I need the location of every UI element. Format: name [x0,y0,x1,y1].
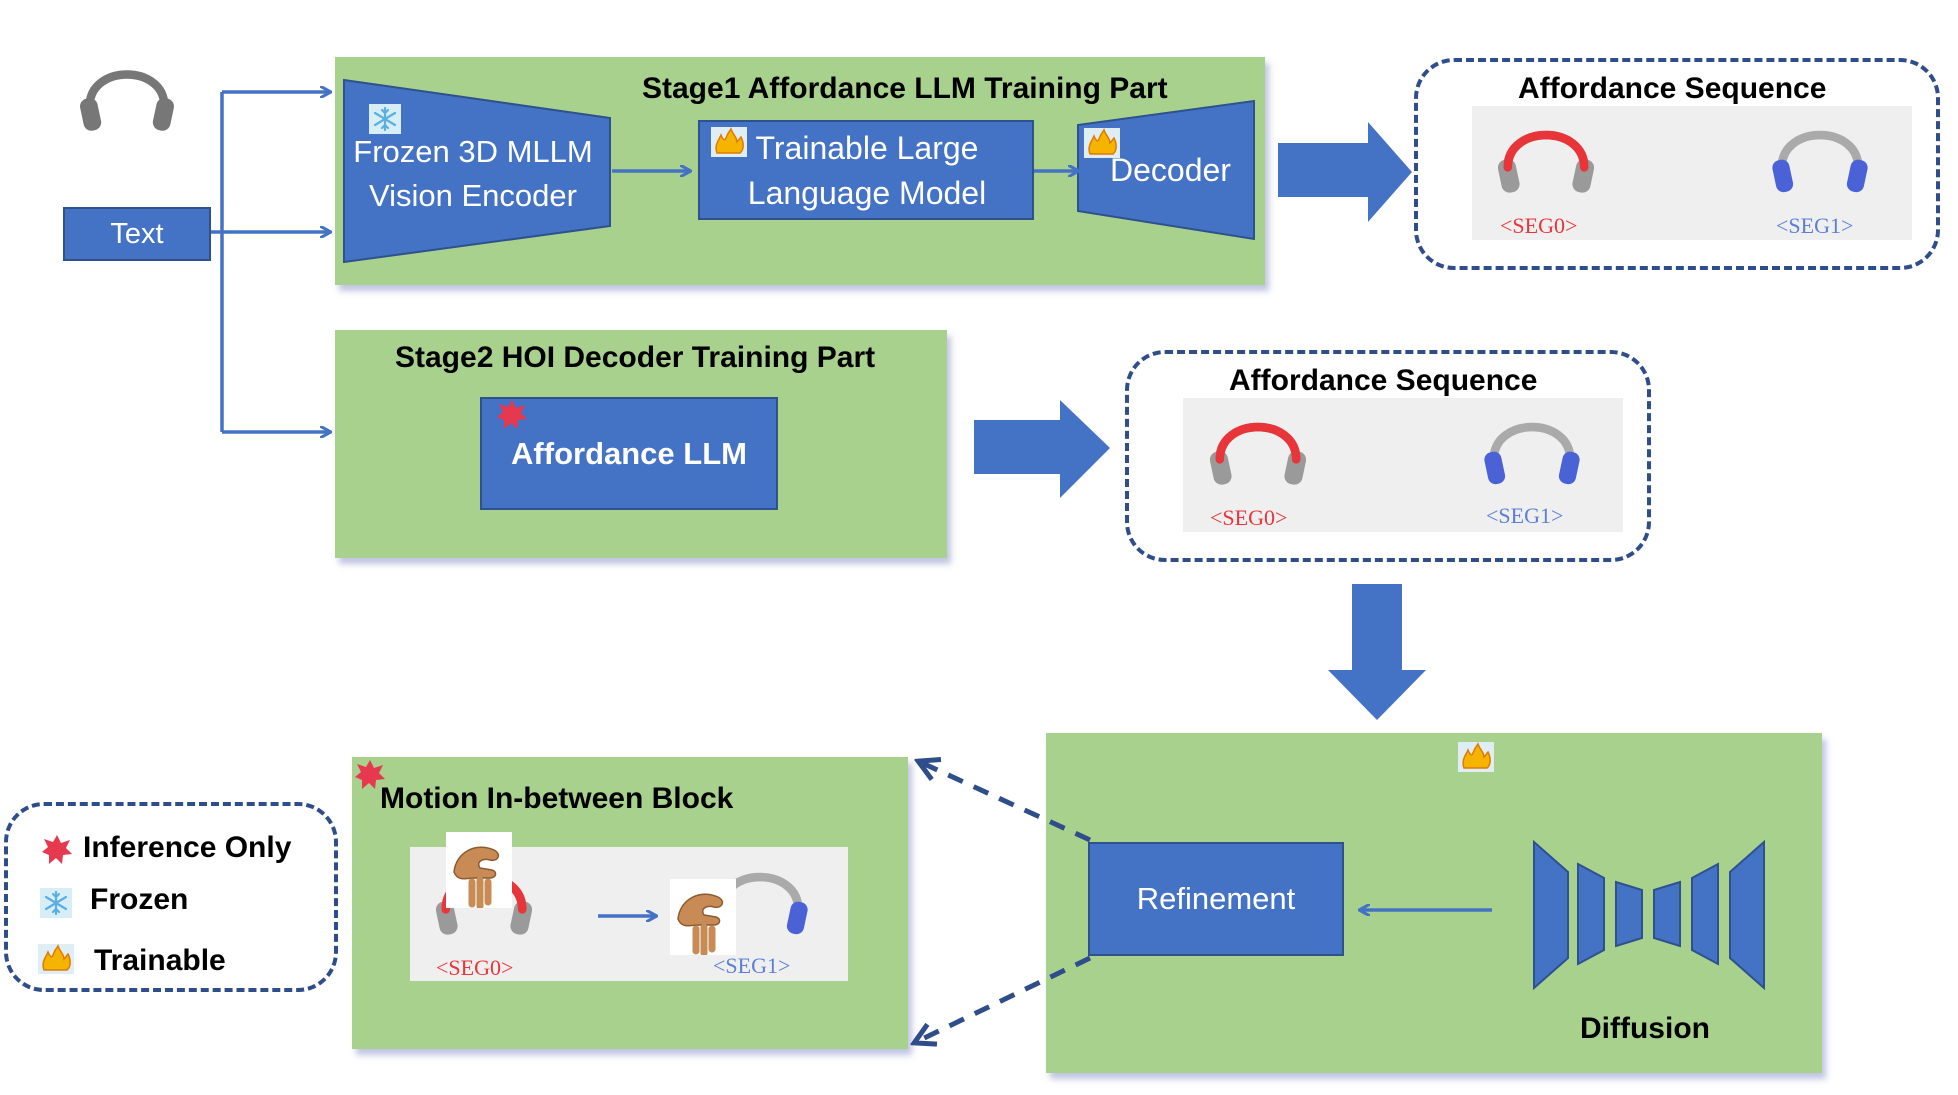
refinement-to-motion-arrow-top [920,762,1092,843]
seg0-label: <SEG0> [1210,505,1288,530]
affordance-llm-block: Affordance LLM [480,397,778,510]
affordance-llm-label: Affordance LLM [511,435,747,471]
stage2-output-arrow [974,400,1110,498]
text-fanout-arrows [211,92,330,432]
affordance-mid-title: Affordance Sequence [1229,364,1538,397]
headphones-icon [1772,130,1868,193]
refinement-block: Refinement [1088,842,1344,956]
affordance-top-panel [1472,106,1912,240]
headphones-icon [1484,422,1580,485]
vision-encoder-block [343,78,611,264]
llm-block [698,120,1034,220]
stage1-title: Stage1 Affordance LLM Training Part [642,72,1168,105]
legend-trainable-label: Trainable [94,944,226,977]
text-input-label: Text [110,217,164,250]
diffusion-unet-icon [1533,839,1765,990]
motion-title: Motion In-between Block [380,782,734,815]
llm-label: Trainable Large Language Model [747,130,987,211]
headphones-icon [1498,110,1594,196]
seg1-label: <SEG1> [713,953,791,978]
affordance-mid-panel [1183,398,1623,532]
refinement-label: Refinement [1136,881,1296,916]
diffusion-label: Diffusion [1580,1012,1710,1045]
down-arrow [1328,584,1426,720]
legend-frozen-label: Frozen [90,883,189,916]
decoder-block [1077,99,1255,241]
legend-inference-label: Inference Only [83,831,292,864]
stage1-output-arrow [1278,122,1412,222]
vision-encoder-label: Frozen 3D MLLM Vision Encoder [353,134,593,213]
text-input-box: Text [63,207,211,261]
decoder-label: Decoder [1110,152,1231,188]
seg1-label: <SEG1> [1486,503,1564,528]
seg0-label: <SEG0> [1500,213,1578,238]
affordance-top-title: Affordance Sequence [1518,72,1827,105]
refinement-to-motion-arrow-bottom [916,955,1092,1042]
headphones-icon [1210,402,1306,488]
seg1-label: <SEG1> [1776,213,1854,238]
seg0-label: <SEG0> [436,955,514,980]
stage2-title: Stage2 HOI Decoder Training Part [395,341,876,374]
